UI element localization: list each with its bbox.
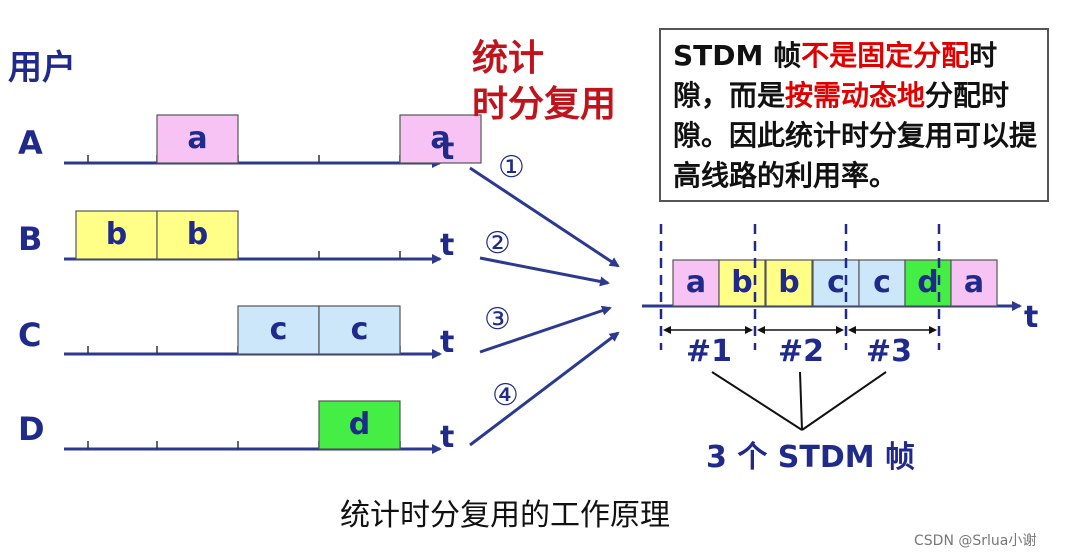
frame-span-arrowhead (848, 326, 856, 334)
frame-connector-2 (799, 371, 803, 431)
time-label-d: t (440, 420, 455, 455)
user-label-b: B (18, 220, 43, 258)
user-label-d: D (18, 410, 45, 448)
note-text-1: STDM 帧 (673, 39, 802, 72)
frame-label-1: #1 (686, 334, 733, 369)
slot-c-2 (318, 305, 401, 355)
note-highlight-1: 不是固定分配 (801, 39, 970, 72)
output-slot-2 (718, 259, 766, 307)
user-timelines (64, 114, 482, 454)
note-text-3: 分配时隙。因此统计时分复用可以提高线路的利用率。 (673, 79, 1038, 192)
channel-arrow-3 (479, 305, 612, 354)
watermark: CSDN @Srlua小谢 (914, 533, 1037, 549)
slot-d-1 (318, 400, 401, 450)
output-slot-1 (672, 259, 720, 307)
channel-1-label: ① (498, 150, 525, 185)
method-title: 统计 时分复用 (472, 36, 616, 128)
note-highlight-2: 按需动态地 (785, 79, 926, 112)
output-timeline (642, 224, 1022, 431)
output-slot-7 (950, 259, 998, 307)
slot-a-2 (399, 114, 482, 164)
channel-2-label: ② (484, 226, 511, 261)
user-label-a: A (18, 124, 43, 162)
output-slot-3 (765, 259, 813, 307)
channel-arrow-4 (469, 331, 620, 447)
method-title-line-1: 统计 (472, 38, 545, 79)
time-label-b: t (440, 228, 455, 263)
slot-a-1 (156, 114, 239, 164)
frame-span-arrowhead (663, 326, 671, 334)
user-label-c: C (18, 316, 42, 354)
frame-span-arrowhead (836, 326, 844, 334)
frame-span-arrowhead (929, 326, 937, 334)
slot-b-1 (75, 210, 158, 260)
slot-b-2 (156, 210, 239, 260)
users-title: 用户 (8, 48, 76, 88)
method-title-line-2: 时分复用 (472, 84, 617, 125)
frame-span-arrowhead (745, 326, 753, 334)
channel-4-label: ④ (492, 378, 519, 413)
time-label-a: t (440, 132, 455, 167)
channel-arrow-1 (469, 166, 620, 268)
frame-count-label: 3 个 STDM 帧 (706, 440, 916, 475)
output-slot-5 (858, 259, 906, 307)
channel-3-label: ③ (484, 302, 511, 337)
output-slot-6 (904, 259, 952, 307)
frame-connector-3 (801, 371, 887, 431)
output-time-label: t (1024, 300, 1039, 335)
channel-arrows (469, 166, 620, 447)
frame-label-3: #3 (866, 334, 913, 369)
frame-label-2: #2 (778, 334, 825, 369)
note-text-2: 时隙，而是 (673, 39, 998, 112)
slot-c-1 (237, 305, 320, 355)
frame-connector-1 (711, 371, 803, 431)
frame-span-arrowhead (757, 326, 765, 334)
explanation-note: STDM 帧不是固定分配时隙，而是按需动态地分配时隙。因此统计时分复用可以提高线… (659, 28, 1049, 202)
output-slot-4 (812, 259, 860, 307)
channel-arrow-2 (479, 256, 610, 287)
time-label-c: t (440, 325, 455, 360)
figure-caption: 统计时分复用的工作原理 (340, 498, 670, 533)
